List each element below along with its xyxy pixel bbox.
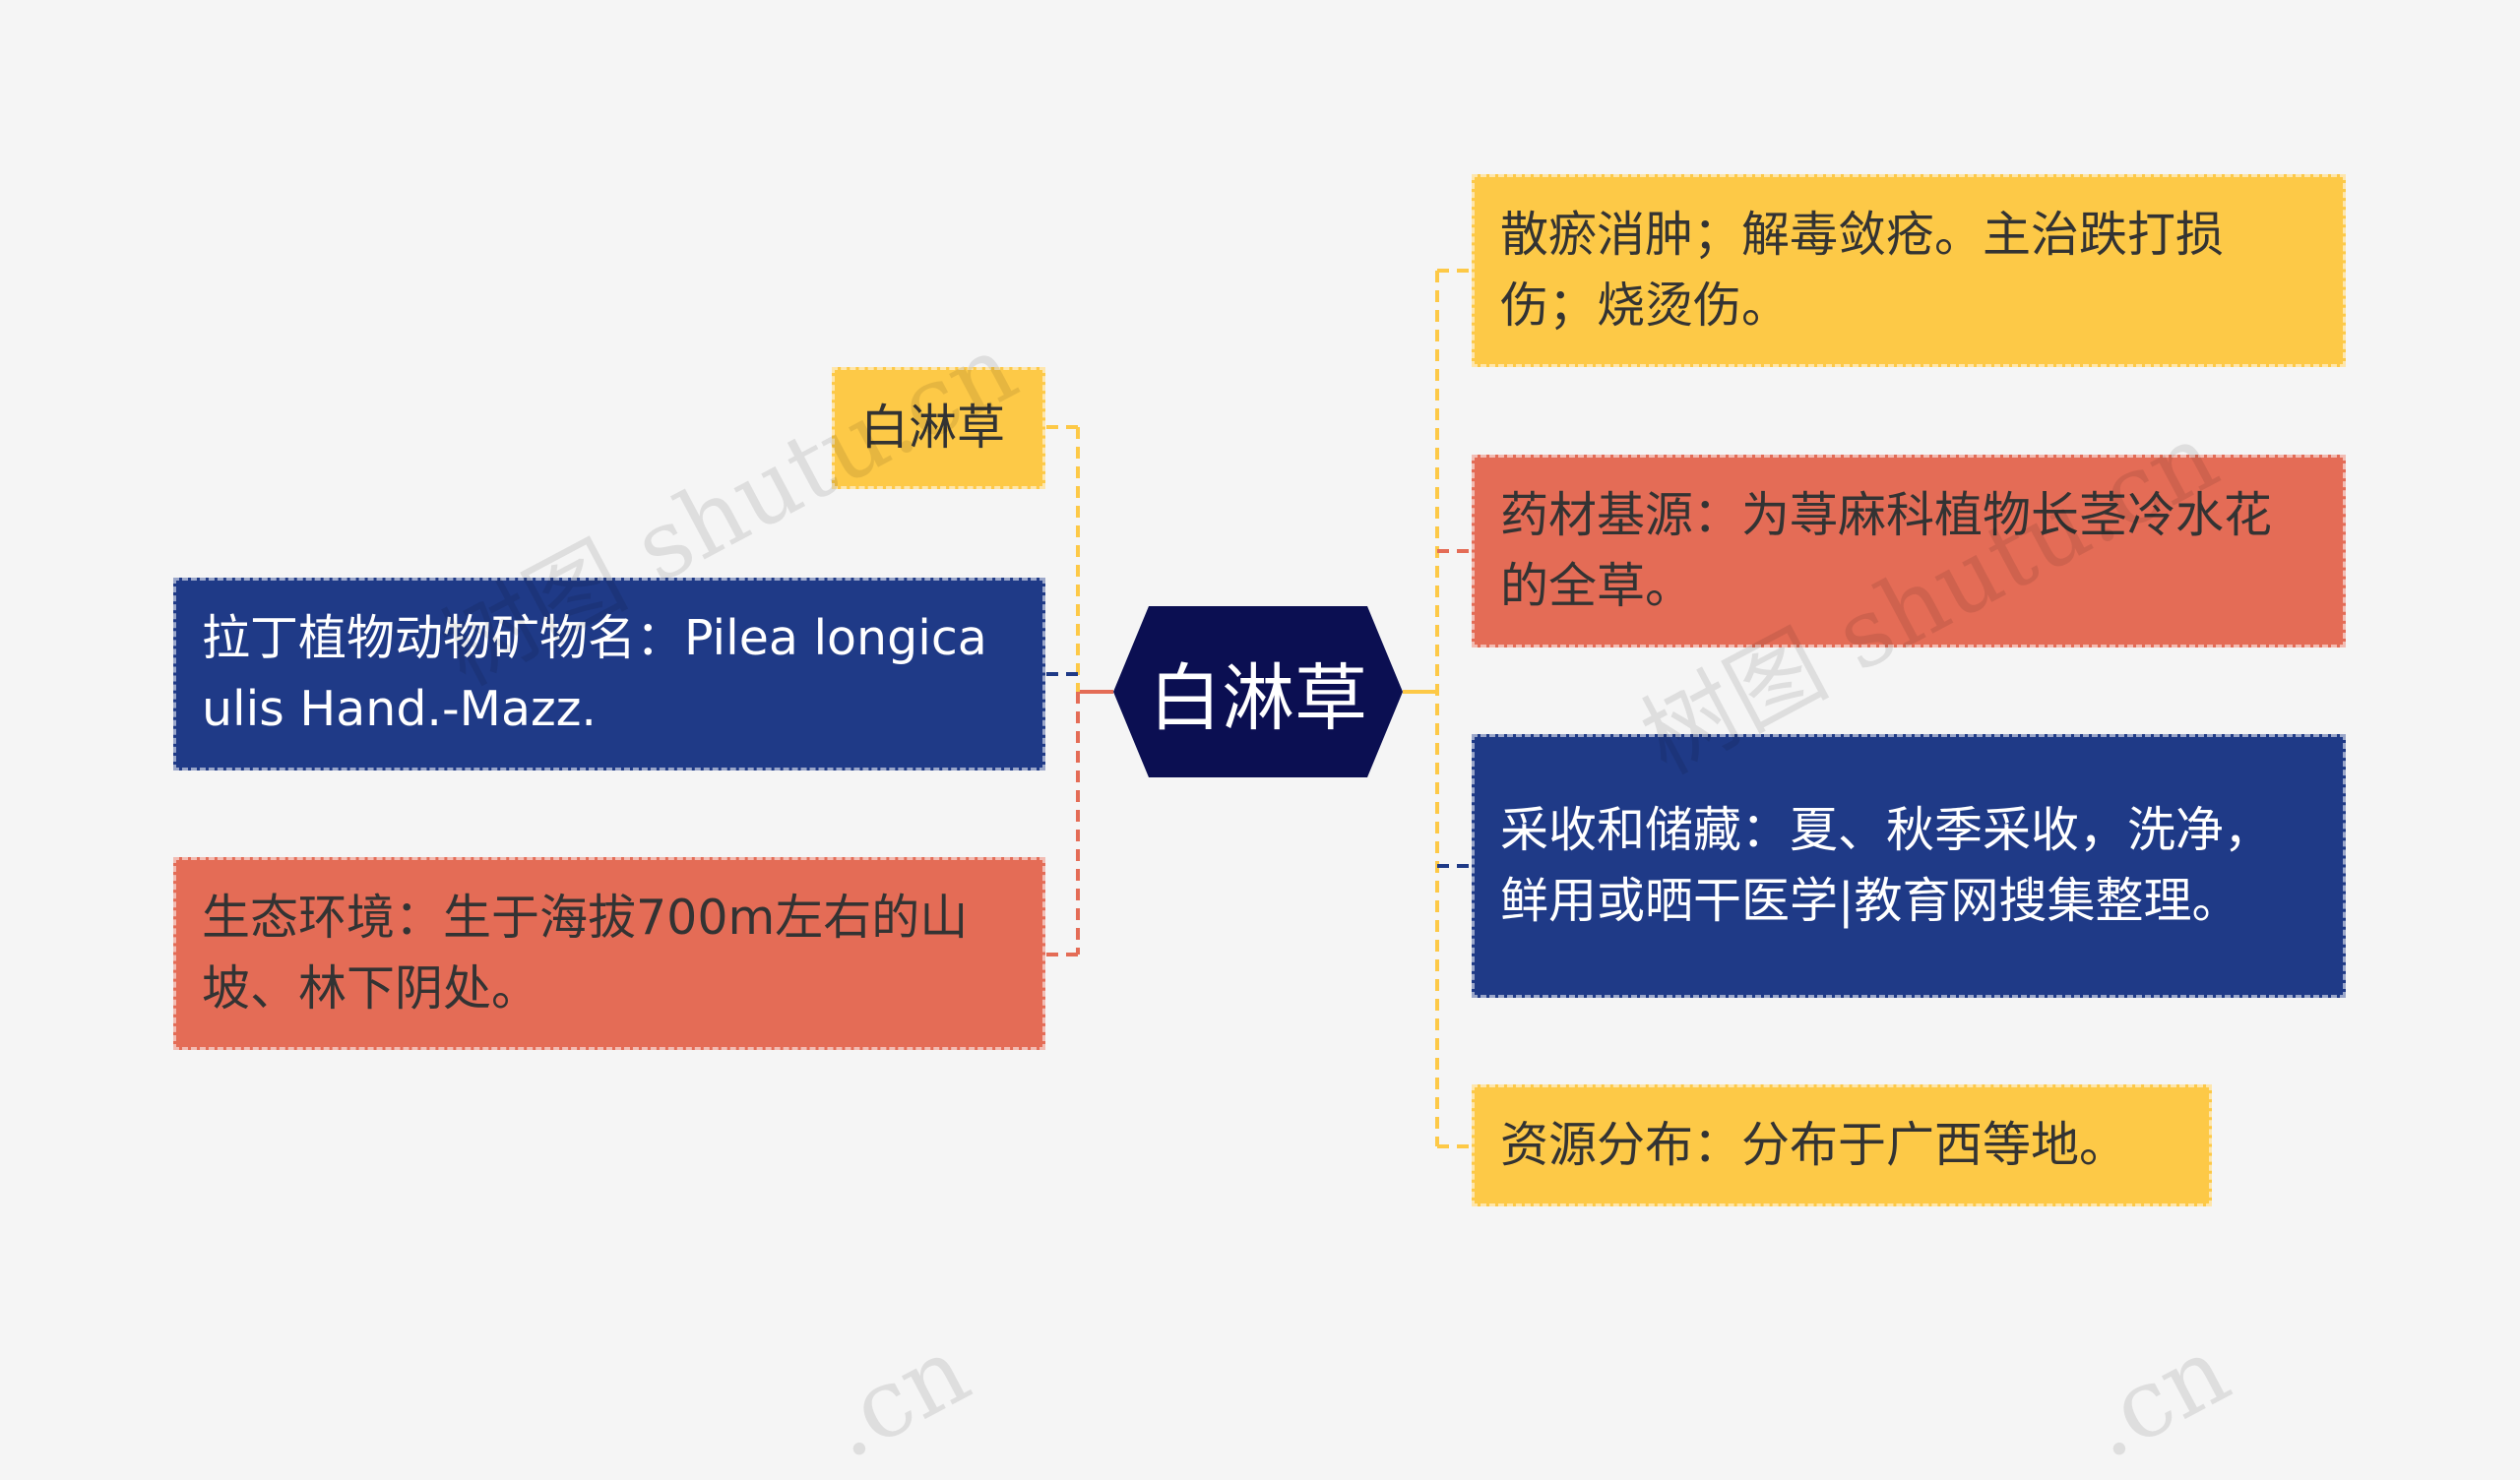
left-topic-name-text: 白淋草: [860, 400, 1006, 456]
root-topic-label: 白淋草: [1149, 655, 1367, 741]
right-topic-efficacy[interactable]: 散瘀消肿；解毒敛疮。主治跌打损伤；烧烫伤。: [1472, 174, 2346, 367]
right-topic-distribution-text: 资源分布：分布于广西等地。: [1500, 1117, 2128, 1173]
left-topic-latin-name[interactable]: 拉丁植物动物矿物名：Pilea longicaulis Hand.-Mazz.: [173, 578, 1045, 771]
right-topic-source[interactable]: 药材基源：为荨麻科植物长茎冷水花的全草。: [1472, 455, 2346, 648]
right-topic-efficacy-text: 散瘀消肿；解毒敛疮。主治跌打损伤；烧烫伤。: [1500, 207, 2225, 334]
root-hexagon-shape: [1113, 606, 1403, 777]
right-topic-distribution[interactable]: 资源分布：分布于广西等地。: [1472, 1084, 2212, 1206]
right-topic-harvest[interactable]: 采收和储藏：夏、秋季采收，洗净，鲜用或晒干医学|教育网搜集整理。: [1472, 734, 2346, 998]
right-topic-source-text: 药材基源：为荨麻科植物长茎冷水花的全草。: [1500, 487, 2273, 614]
connector-lines: [1043, 269, 1472, 1148]
left-topic-habitat-text: 生态环境：生于海拔700m左右的山坡、林下阴处。: [202, 890, 969, 1017]
left-topic-habitat[interactable]: 生态环境：生于海拔700m左右的山坡、林下阴处。: [173, 857, 1045, 1050]
root-topic[interactable]: 白淋草: [1113, 606, 1403, 777]
left-topic-latin-name-text: 拉丁植物动物矿物名：Pilea longicaulis Hand.-Mazz.: [202, 610, 987, 737]
mind-map-canvas: 白淋草 白淋草 拉丁植物动物矿物名：Pilea longicaulis Hand…: [173, 174, 2346, 1480]
right-topic-harvest-text: 采收和储藏：夏、秋季采收，洗净，鲜用或晒干医学|教育网搜集整理。: [1500, 802, 2273, 929]
left-topic-name[interactable]: 白淋草: [832, 367, 1045, 489]
